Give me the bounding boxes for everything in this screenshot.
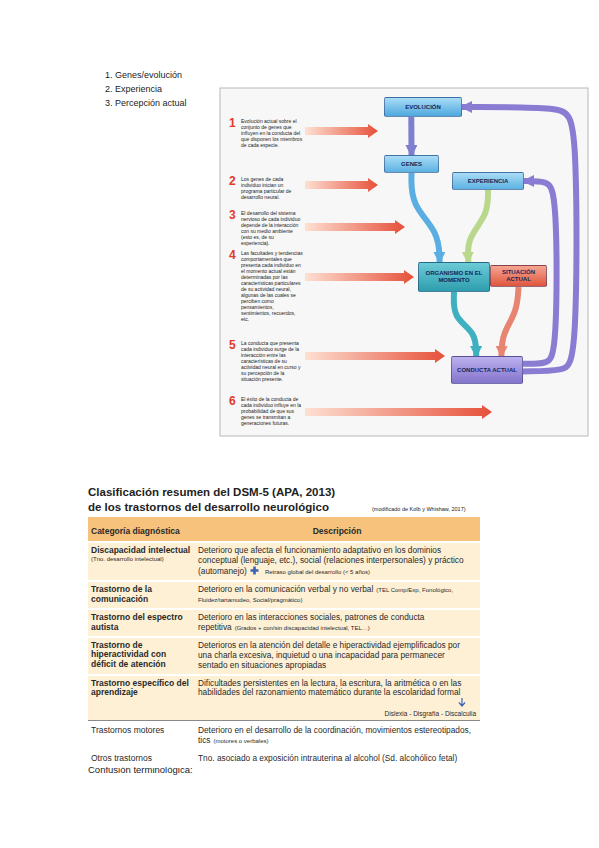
callout-number: 6 — [229, 394, 240, 408]
callout-number: 5 — [229, 338, 240, 352]
connector-arrow — [454, 292, 476, 356]
description-note: (motores o verbales) — [213, 738, 268, 744]
list-item: 1. Genes/evolución — [105, 70, 305, 81]
callout-text: La conducta que presenta cada individuo … — [241, 340, 303, 382]
connector-arrow — [408, 117, 414, 155]
process-box: EXPERIENCIA — [452, 172, 524, 190]
process-box: EVOLUCIÓN — [384, 97, 462, 117]
description-note: (Grados + con/sin discapacidad intelectu… — [235, 625, 370, 631]
table-row: Otros trastornos Tno. asociado a exposici… — [88, 749, 480, 767]
list-item: 3. Percepción actual — [105, 98, 305, 109]
plus-symbol — [250, 566, 259, 575]
source-note: (modificado de Kolb y Whishaw, 2017) — [372, 506, 482, 513]
callout-arrow — [305, 270, 414, 284]
table-header: Categoría diagnóstica Descripción — [88, 517, 480, 541]
connector-arrow — [501, 287, 518, 356]
box-label: EXPERIENCIA — [468, 178, 509, 185]
process-box: SITUACIÓN ACTUAL — [490, 265, 547, 287]
table-row: Trastornos motoresDeterioro en el desarr… — [88, 721, 480, 749]
description: Deterioros en la atención del detalle e … — [198, 640, 460, 670]
callout-text: El desarrollo del sistema nervioso de ca… — [241, 210, 303, 246]
connector-arrow — [462, 107, 577, 371]
category-name: Otros trastornos — [91, 754, 191, 764]
table-row: Trastorno del espectro autistaDeterioro … — [88, 608, 480, 636]
process-box: CONDUCTA ACTUAL — [451, 356, 523, 384]
description: Deterioro en la comunicación verbal y no… — [198, 584, 373, 594]
callout-number: 4 — [229, 248, 240, 262]
table-row: Discapacidad intelectual(Tno. desarrollo… — [88, 541, 480, 580]
box-label: CONDUCTA ACTUAL — [457, 367, 517, 374]
connector-arrow — [468, 190, 488, 262]
process-box: ORGANISMO EN EL MOMENTO — [418, 262, 490, 292]
callout-text: Los genes de cada individuo inician un p… — [241, 176, 303, 200]
down-arrow — [458, 698, 466, 707]
figure-panel — [220, 88, 588, 436]
description: Dificultades persistentes en la lectura,… — [198, 678, 461, 698]
callout-text: Las facultades y tendencias comportament… — [241, 250, 303, 322]
box-label: SITUACIÓN ACTUAL — [494, 269, 543, 283]
table-row: Trastorno de la comunicación Deterioro en… — [88, 580, 480, 608]
box-label: ORGANISMO EN EL MOMENTO — [422, 270, 486, 284]
callout-number: 1 — [229, 116, 240, 130]
callout-arrow — [305, 220, 405, 234]
classification-table: Categoría diagnóstica DescripciónDiscapac… — [88, 517, 480, 767]
category-name: Trastorno del espectro autista — [91, 613, 191, 633]
category-name: Trastorno específico del aprendizaje — [91, 679, 191, 699]
callout-arrow — [305, 178, 378, 192]
list-item: 2. Experiencia — [105, 84, 305, 95]
box-label: EVOLUCIÓN — [405, 104, 441, 111]
box-label: GENES — [401, 161, 422, 168]
description-note: Retraso global del desarrollo (< 5 años) — [265, 569, 370, 575]
table-row: Trastorno de hiperactividad con déficit … — [88, 636, 480, 674]
column-header: Categoría diagnóstica — [91, 526, 180, 536]
callout-number: 2 — [229, 174, 240, 188]
callout-arrow — [305, 349, 445, 363]
category-name: Trastorno de hiperactividad con déficit … — [91, 641, 191, 670]
connector-arrow — [411, 173, 439, 262]
category-note: (Tno. desarrollo intelectual) — [91, 556, 191, 563]
subtype-list: Dislexia - Disgrafía - Discalculia — [385, 710, 476, 717]
process-box: GENES — [384, 155, 439, 173]
column-header: Descripción — [313, 526, 362, 536]
category-name: Discapacidad intelectual — [91, 546, 191, 556]
callout-text: El éxito de la conducta de cada individu… — [241, 396, 303, 426]
callout-text: Evolución actual sobre el conjunto de ge… — [241, 118, 303, 148]
description: Tno. asociado a exposición intrauterina … — [198, 753, 457, 763]
callout-arrow — [305, 124, 378, 138]
callout-arrow — [305, 405, 492, 419]
category-name: Trastorno de la comunicación — [91, 585, 191, 605]
callout-number: 3 — [229, 208, 240, 222]
table-row: Trastorno específico del aprendizaje Difi… — [88, 674, 480, 722]
table-title: Clasificación resumen del DSM-5 (APA, 20… — [88, 486, 418, 500]
category-name: Trastornos motores — [91, 726, 191, 736]
table-title: de los trastornos del desarrollo neuroló… — [88, 501, 418, 515]
